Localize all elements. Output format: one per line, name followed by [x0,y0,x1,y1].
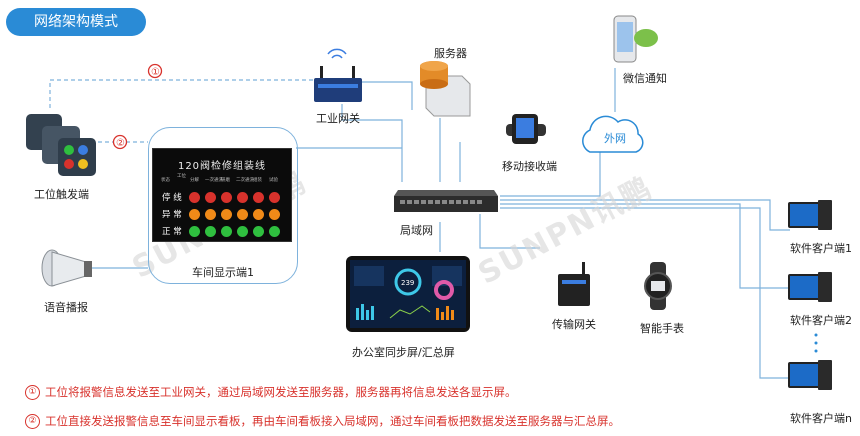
status-light [237,209,248,220]
transfer-gateway-icon [554,262,594,308]
panel-col-0: 状态 [161,178,170,183]
office-screen: 239 [346,256,470,332]
workshop-display-panel: 120阀检修组装线 状态 工位 分解 一次通洗 研磨 二次通洗 组装 试验 停 … [152,148,292,242]
mobile-label: 移动接收端 [502,160,557,173]
server-icon [412,56,476,118]
status-light [221,226,232,237]
mobile-receiver-icon [504,112,548,148]
status-light [269,226,280,237]
dashboard-value: 239 [401,279,414,287]
panel-col-3: 一次通洗 [205,178,223,183]
smart-watch-icon [640,262,676,310]
panel-row-abnormal: 异 常 [162,210,182,220]
gateway-lan-line [341,104,403,182]
trigger-device-icon [22,108,102,180]
phone-icon [612,14,662,66]
note-2-text: 工位直接发送报警信息至车间显示看板，再由车间看板接入局域网，通过车间看板把数据发… [45,414,620,428]
status-light [205,226,216,237]
status-light [253,209,264,220]
svg-text:②: ② [116,138,125,149]
lan-clientn-line [500,207,790,379]
gateway-label: 工业网关 [316,112,360,125]
dashboard-screen: 239 [350,260,466,328]
status-light [189,226,200,237]
cloud-icon [576,112,646,156]
panel-col-5: 二次通洗 [236,178,254,183]
panel-row-normal: 正 常 [162,227,182,237]
switch-icon [392,186,500,216]
status-light [269,209,280,220]
status-light [253,226,264,237]
client-2-icon [788,268,832,308]
note-1: ① 工位将报警信息发送至工业网关，通过局域网发送至服务器，服务器再将信息发送各显示… [25,384,517,400]
server-label: 服务器 [434,47,467,60]
status-light [189,192,200,203]
speaker-icon [40,244,96,294]
note-1-num: ① [25,385,40,400]
page-title: 网络架构模式 [6,8,146,36]
status-light [189,209,200,220]
wechat-label: 微信通知 [623,72,667,85]
panel-col-7: 试验 [269,178,278,183]
watch-label: 智能手表 [640,322,684,335]
panel-title: 120阀检修组装线 [177,161,267,172]
gateway-server-line [362,81,413,110]
status-light [205,209,216,220]
speaker-label: 语音播报 [44,301,88,314]
status-light [253,192,264,203]
note-2: ② 工位直接发送报警信息至车间显示看板，再由车间看板接入局域网，通过车间看板把数据… [25,413,620,429]
panel-col-1: 工位 [177,174,186,179]
lan-label: 局域网 [400,224,433,237]
trigger-label: 工位触发端 [34,188,89,201]
panel-col-2: 分解 [190,178,199,183]
workshop-label: 车间显示端1 [192,266,254,279]
lan-client2-line [500,203,790,289]
ellipsis-dots [814,332,818,354]
lan-transfer-line [479,214,540,249]
client-1-icon [788,196,832,236]
gateway-icon [310,48,366,106]
client-1-label: 软件客户端1 [790,242,852,255]
workshop-group [148,127,298,284]
transfer-label: 传输网关 [552,318,596,331]
svg-text:①: ① [151,67,160,78]
panel-col-6: 组装 [253,178,262,183]
client-2-label: 软件客户端2 [790,314,852,327]
panel-row-stop: 停 线 [162,193,182,203]
status-light [221,209,232,220]
client-n-icon [788,356,832,396]
lan-client1-line [500,199,790,231]
note-2-num: ② [25,414,40,429]
status-light [221,192,232,203]
status-light [205,192,216,203]
status-light [237,192,248,203]
client-n-label: 软件客户端n [790,412,852,425]
status-light [269,192,280,203]
status-light [237,226,248,237]
note-1-text: 工位将报警信息发送至工业网关，通过局域网发送至服务器，服务器再将信息发送各显示屏… [45,385,517,399]
dashed-route-1 [49,79,318,108]
marker-2 [112,134,128,150]
panel-col-4: 研磨 [221,178,230,183]
cloud-label: 外网 [604,132,626,145]
office-label: 办公室同步屏/汇总屏 [352,346,455,359]
lan-cloud-line [500,150,601,197]
marker-1 [147,63,163,79]
